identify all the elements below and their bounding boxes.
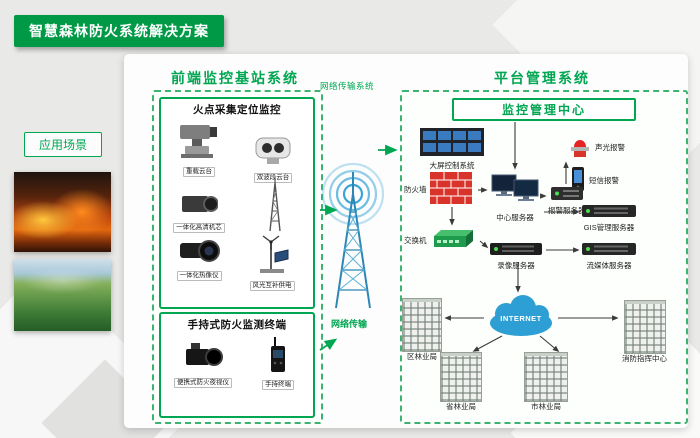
dome-camera-icon (253, 135, 293, 172)
device-label: 一体化热像仪 (176, 271, 222, 281)
sound-light-alarm-icon (568, 133, 592, 164)
node-record-server: 录像服务器 (490, 242, 542, 271)
workstation-icon (490, 172, 540, 213)
node-firewall: 防火墙 (404, 172, 472, 209)
device-ptz-camera: 重载云台 (163, 119, 235, 177)
building-city-forestry: 市林业局 (524, 352, 568, 412)
handheld-terminal-title: 手持式防火监测终端 (187, 319, 287, 331)
node-label: 报警服务器 (548, 206, 586, 215)
building-icon (524, 352, 568, 402)
node-label: 防火墙 (404, 185, 427, 195)
device-label: 一体化高清机芯 (173, 223, 225, 233)
switch-icon (430, 228, 474, 255)
server-icon (582, 204, 636, 223)
handheld-terminal-box: 手持式防火监测终端 便携式防火夜视仪 (159, 312, 315, 418)
thermal-camera-icon (178, 237, 220, 270)
node-media-server: 流媒体服务器 (582, 242, 636, 271)
node-label: 中心服务器 (496, 213, 534, 222)
antenna-mast (255, 175, 295, 238)
device-night-vision: 便携式防火夜视仪 (163, 340, 243, 388)
firewall-icon (429, 172, 472, 209)
node-label: 流媒体服务器 (586, 261, 632, 270)
node-label: 大屏控制系统 (429, 161, 475, 170)
device-label: 手持终端 (262, 380, 294, 390)
building-provincial-forestry: 省林业局 (440, 352, 482, 412)
building-fire-command: 消防指挥中心 (622, 300, 667, 364)
building-district-forestry: 区林业局 (402, 298, 442, 362)
node-sound-light-alarm: 声光报警 (568, 133, 625, 164)
node-label: 短信报警 (589, 176, 619, 186)
server-icon (582, 242, 636, 261)
frontend-system-title: 前端监控基站系统 (171, 70, 299, 86)
server-icon (490, 242, 542, 261)
device-label: 双波段云台 (253, 173, 293, 183)
building-icon (623, 300, 666, 354)
device-wind-solar: 风光互补供电 (237, 233, 307, 291)
building-icon (440, 352, 482, 402)
building-icon (402, 298, 442, 352)
node-label: GIS管理服务器 (583, 223, 635, 232)
device-thermal-camera: 一体化热像仪 (161, 237, 237, 281)
wind-solar-icon (254, 233, 290, 280)
node-label: 交换机 (404, 236, 427, 246)
device-dome-camera: 双波段云台 (239, 135, 307, 183)
node-gis-server: GIS管理服务器 (582, 204, 636, 233)
server-icon (550, 186, 584, 206)
network-system-label: 网络传输系统 (320, 81, 375, 91)
device-label: 风光互补供电 (249, 281, 295, 291)
signal-tower-icon (318, 162, 388, 316)
camera-core-icon (180, 191, 219, 222)
node-alarm-server: 报警服务器 (548, 186, 586, 216)
page-title: 智慧森林防火系统解决方案 (14, 15, 224, 47)
node-screen-wall: 大屏控制系统 (420, 128, 484, 171)
screen-wall-icon (420, 128, 484, 161)
building-label: 市林业局 (531, 402, 561, 411)
device-handheld-terminal: 手持终端 (249, 336, 307, 390)
network-transmission-label: 网络传输 (331, 319, 368, 329)
building-label: 消防指挥中心 (622, 354, 667, 363)
lattice-tower-icon (260, 175, 290, 238)
node-switch: 交换机 (404, 228, 474, 255)
building-label: 省林业局 (446, 402, 476, 411)
node-label: 声光报警 (595, 143, 625, 153)
transmission-tower (318, 160, 388, 317)
fire-monitor-box: 火点采集定位监控 重载云台 (159, 97, 315, 309)
fire-monitor-title: 火点采集定位监控 (193, 104, 281, 116)
node-internet-cloud: INTERNET (486, 294, 556, 338)
ptz-camera-icon (176, 119, 222, 166)
internet-label: INTERNET (500, 314, 542, 323)
device-label: 重载云台 (183, 167, 215, 177)
monitoring-center-title: 监控管理中心 (452, 98, 636, 121)
night-vision-icon (182, 340, 224, 377)
cloud-icon (486, 295, 556, 342)
node-label: 录像服务器 (497, 261, 535, 270)
node-center-server: 中心服务器 (490, 172, 540, 223)
platform-system-title: 平台管理系统 (494, 70, 590, 86)
forest-fire-photo (14, 172, 111, 252)
building-label: 区林业局 (407, 352, 437, 361)
device-camera-core: 一体化高清机芯 (163, 191, 235, 233)
scene-label: 应用场景 (24, 132, 103, 157)
handheld-terminal-icon (266, 336, 290, 379)
forest-scene-photo (14, 259, 111, 331)
device-label: 便携式防火夜视仪 (174, 378, 232, 388)
